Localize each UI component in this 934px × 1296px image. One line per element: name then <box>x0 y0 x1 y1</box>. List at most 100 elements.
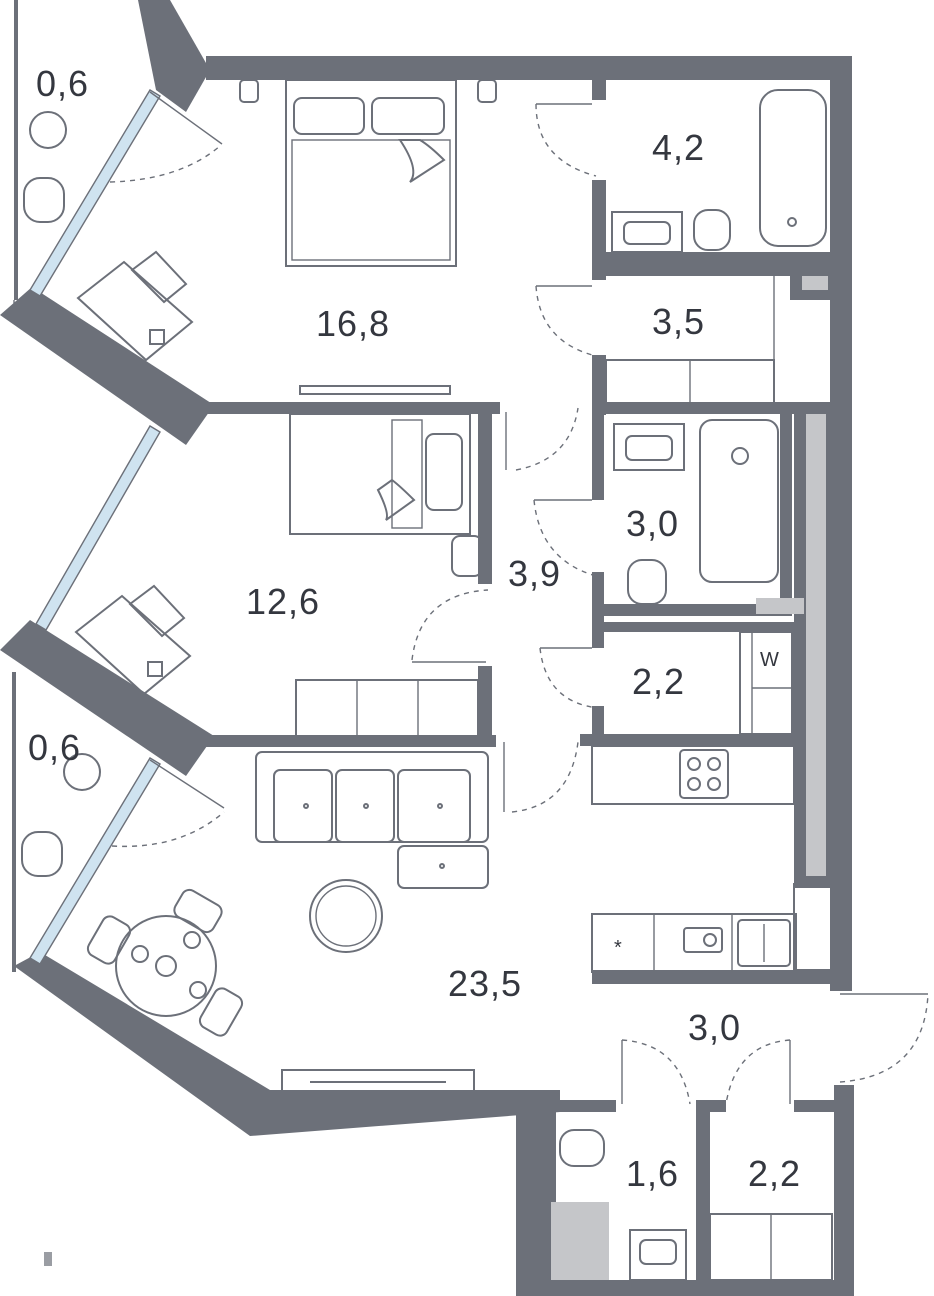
area-bedroom-2: 12,6 <box>246 581 320 622</box>
wall-toilet-storage <box>696 1100 710 1296</box>
hob <box>679 749 729 799</box>
door-bedroom <box>515 407 579 471</box>
area-storage: 2,2 <box>748 1153 801 1194</box>
area-toilet: 1,6 <box>626 1153 679 1194</box>
door-living <box>511 741 579 813</box>
sink-top <box>611 211 683 253</box>
area-labels: 0,6 16,8 4,2 3,5 12,6 3,0 3,9 2,2 0,6 23… <box>28 63 801 1194</box>
balcony-table-top <box>29 111 67 149</box>
door-entrance <box>839 993 929 1083</box>
door-balcony-bottom <box>111 811 225 848</box>
shaft-toilet <box>551 1202 609 1280</box>
door-laundry <box>539 647 599 709</box>
wall-balcony-top-left <box>14 0 18 300</box>
desk-bedroom2 <box>74 594 192 696</box>
cushion-dot-2 <box>363 803 369 809</box>
door-bedroom2 <box>411 589 489 661</box>
wall-top-diagonal <box>138 0 210 112</box>
wall-top <box>206 56 852 80</box>
toilet-middle <box>627 559 667 605</box>
dining-place-2 <box>131 945 149 963</box>
doors <box>109 91 929 1105</box>
sink-middle <box>613 423 685 471</box>
area-laundry: 2,2 <box>632 661 685 702</box>
area-closet-top: 3,5 <box>652 301 705 342</box>
sink-top-basin <box>623 221 671 245</box>
sink-bottom-basin <box>639 1239 677 1265</box>
bathtub-top <box>759 89 827 247</box>
toilet-top <box>693 209 731 251</box>
wall-living-partition <box>206 735 496 747</box>
ottoman-dot <box>439 863 445 869</box>
watermark-text: Домклик <box>70 1242 166 1267</box>
desk-bedroom <box>76 260 194 362</box>
wall-bath-top-stub <box>592 80 606 100</box>
wall-bath-mid-right <box>780 408 792 608</box>
double-bed <box>285 79 457 267</box>
wall-balcony-bottom-left <box>12 672 16 972</box>
door-bath-mid <box>533 499 597 577</box>
cushion-dot-3 <box>437 803 443 809</box>
dining-flowers <box>155 955 177 977</box>
sofa <box>255 751 489 843</box>
door-leaf-balcony-top <box>149 91 223 145</box>
balcony-chair-bottom <box>21 831 63 877</box>
wall-bedroom2-facade <box>0 620 214 776</box>
hob-burner-4 <box>707 777 721 791</box>
nightstand-left <box>239 79 259 103</box>
oven-knob <box>703 933 717 947</box>
hob-burner-2 <box>707 757 721 771</box>
dining-place-1 <box>183 931 201 949</box>
window-bedroom2 <box>35 425 161 631</box>
dining-table <box>115 915 217 1017</box>
furniture <box>21 79 833 1281</box>
wall-bottom <box>516 1280 854 1296</box>
bathtub-middle-tap <box>731 447 749 465</box>
area-bedroom: 16,8 <box>316 303 390 344</box>
dining-chair-1 <box>173 888 223 934</box>
sofa-cushion-1 <box>273 769 333 843</box>
blanket2-fold <box>376 478 416 521</box>
pillow-right <box>371 97 445 135</box>
tv-stand <box>281 1069 475 1093</box>
area-balcony-top: 0,6 <box>36 63 89 104</box>
nightstand-bed2 <box>451 535 483 577</box>
sofa-ottoman <box>397 845 489 889</box>
sofa-cushion-2 <box>335 769 395 843</box>
wall-right-lower <box>834 1085 854 1296</box>
dining-chair-3 <box>198 987 244 1037</box>
area-entrance-hall: 3,0 <box>688 1007 741 1048</box>
wall-bath-mid-bottom <box>592 604 792 616</box>
fridge-label: * <box>614 937 622 959</box>
door-storage <box>725 1039 791 1105</box>
laptop-bedroom <box>149 329 165 345</box>
wall-toilet-top <box>556 1100 616 1112</box>
wall-laundry-left-a <box>592 632 604 648</box>
wall-laundry-bottom <box>580 734 798 746</box>
house-logo-icon <box>34 1236 62 1266</box>
hob-burner-1 <box>687 757 701 771</box>
wall-bedroom-facade <box>0 287 214 445</box>
wall-bath-mid-left-a <box>592 414 604 500</box>
windows <box>13 89 161 965</box>
wall-toilet-left <box>516 1090 556 1296</box>
dining-place-3 <box>189 981 207 999</box>
entrance-cabinet <box>793 883 833 971</box>
kitchen-counter-bottom <box>591 913 797 973</box>
window-balcony-top <box>29 89 161 297</box>
wall-storage-top-a <box>710 1100 726 1112</box>
wall-kitchen-bottom <box>592 970 852 984</box>
blanket-fold <box>398 139 446 183</box>
wall-laundry-top <box>592 622 792 632</box>
wall-bath-mid-left-b <box>592 572 604 632</box>
dining-chair-2 <box>86 915 132 965</box>
shaft-connector <box>756 598 804 614</box>
wall-living-bottom <box>14 952 560 1136</box>
area-balcony-bottom: 0,6 <box>28 727 81 768</box>
bed2-blanket <box>391 419 423 529</box>
bathtub-middle <box>699 419 779 583</box>
door-bath-top <box>535 103 597 177</box>
sofa-cushion-3 <box>397 769 471 843</box>
shaft-top <box>802 276 828 290</box>
